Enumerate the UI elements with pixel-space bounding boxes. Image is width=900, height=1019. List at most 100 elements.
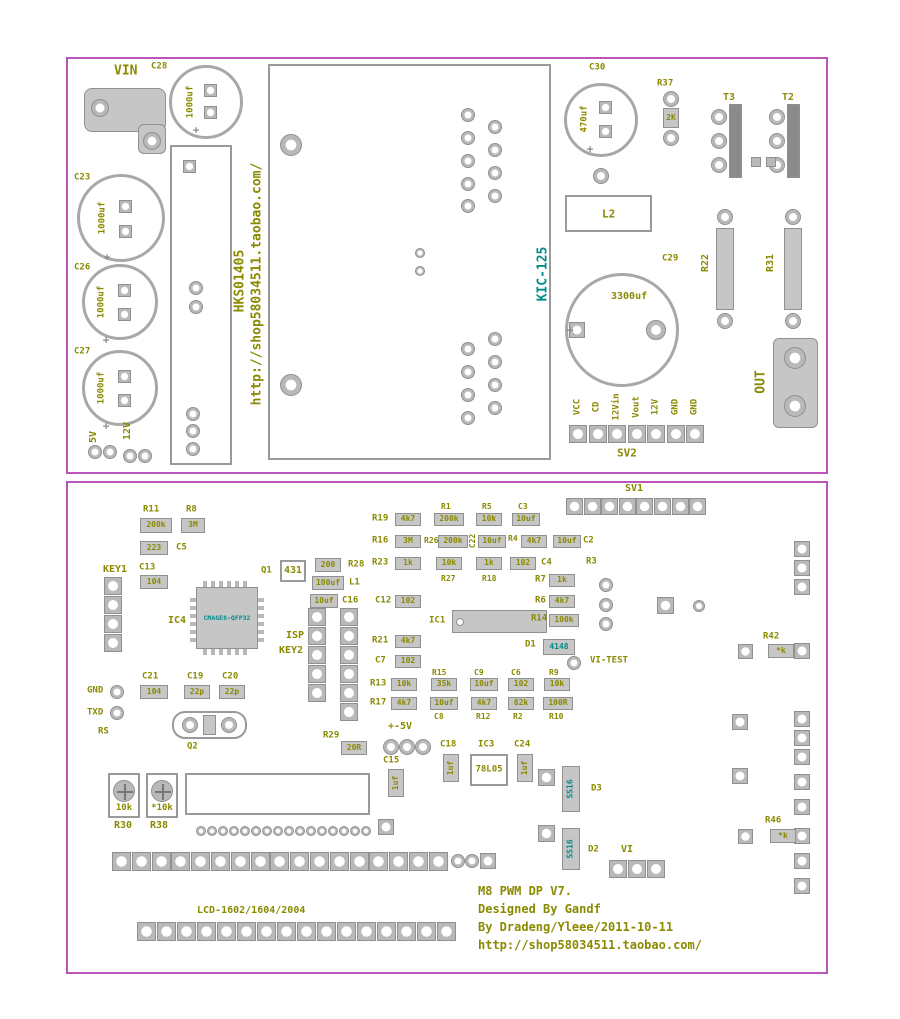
- silkscreen-text: L2: [602, 207, 616, 221]
- square-pad: [340, 646, 358, 664]
- square-pad: [598, 124, 612, 138]
- through-hole-pad: [488, 189, 502, 203]
- square-pad: [104, 634, 122, 652]
- square-pad: [794, 799, 810, 815]
- component-value: 10k: [549, 679, 565, 688]
- silkscreen-text: R30: [114, 820, 133, 831]
- square-pad: [277, 922, 296, 941]
- through-hole-pad: [461, 199, 475, 213]
- smd-component: 100k: [549, 613, 579, 627]
- smd-component: 1k: [549, 573, 575, 587]
- through-hole-pad: [415, 248, 425, 258]
- smd-component: 10uf: [478, 534, 506, 548]
- silkscreen-text: 78L05: [475, 764, 503, 775]
- component-value: *k: [778, 831, 788, 840]
- silkscreen-text: R3: [586, 556, 597, 567]
- square-pad: [732, 714, 748, 730]
- smd-component: 104: [140, 575, 168, 589]
- square-pad: [329, 852, 349, 871]
- through-hole-pad: [599, 598, 613, 612]
- square-pad: [340, 627, 358, 645]
- silkscreen-text: C8: [434, 712, 444, 721]
- silkscreen-text: R27: [441, 574, 456, 583]
- square-pad: [340, 684, 358, 702]
- square-pad: [151, 852, 171, 871]
- through-hole-pad: [769, 109, 785, 125]
- through-hole-pad: [785, 209, 801, 225]
- silkscreen-text: R17: [370, 697, 387, 708]
- silkscreen-text: KEY2: [279, 645, 304, 656]
- silkscreen-text: IC3: [478, 739, 495, 750]
- square-pad: [794, 541, 810, 557]
- electrolytic-capacitor: [82, 350, 158, 426]
- silkscreen-text: C12: [375, 595, 392, 606]
- silkscreen-text: VIN: [114, 63, 138, 79]
- through-hole-pad: [280, 374, 302, 396]
- silkscreen-text: VI-TEST: [590, 655, 628, 666]
- component-value: 10k: [396, 679, 412, 688]
- component-value: 102: [515, 558, 531, 567]
- silkscreen-text: +-5V: [388, 721, 413, 732]
- qfp-pins: [203, 581, 251, 587]
- square-pad: [428, 852, 448, 871]
- through-hole-pad: [207, 826, 217, 836]
- square-pad: [628, 860, 646, 878]
- square-pad: [794, 749, 810, 765]
- square-pad: [537, 768, 555, 786]
- through-hole-pad: [785, 313, 801, 329]
- smd-component: 200k: [438, 534, 468, 548]
- smd-component: 4148: [543, 639, 575, 655]
- component-value: *k: [776, 646, 786, 655]
- smd-component: 102: [510, 556, 536, 570]
- through-hole-pad: [461, 365, 475, 379]
- square-pad: [656, 596, 674, 614]
- through-hole-pad: [593, 168, 609, 184]
- through-hole-pad: [361, 826, 371, 836]
- component-value: 4k7: [476, 698, 492, 707]
- smd-component: 10uf: [430, 696, 458, 710]
- silkscreen-text: R5: [482, 502, 492, 511]
- component-value: 1uf: [446, 760, 456, 776]
- component-value: 2K: [666, 113, 676, 122]
- silkscreen-text: R18: [482, 574, 497, 583]
- silkscreen-text: IC4: [168, 615, 187, 626]
- through-hole-pad: [599, 578, 613, 592]
- silkscreen-text: OUT: [753, 370, 769, 394]
- through-hole-pad: [123, 449, 137, 463]
- silkscreen-text: Q1: [261, 565, 272, 576]
- through-hole-pad: [186, 442, 200, 456]
- silkscreen-text: +: [192, 123, 200, 137]
- smd-component: 104: [140, 685, 168, 699]
- silkscreen-text: GND: [87, 685, 104, 696]
- component-value: 10uf: [482, 536, 502, 545]
- square-pad: [389, 852, 409, 871]
- square-pad: [732, 768, 748, 784]
- silkscreen-text: C21: [142, 671, 159, 682]
- silkscreen-text: T2: [782, 92, 795, 103]
- through-hole-pad: [488, 120, 502, 134]
- silkscreen-text: LCD-1602/1604/2004: [197, 905, 306, 916]
- silkscreen-text: http://shop58034511.taobao.com/: [478, 938, 702, 952]
- smd-component: 35k: [431, 677, 457, 691]
- silkscreen-text: R21: [372, 635, 389, 646]
- silkscreen-text: IC1: [429, 615, 446, 626]
- silkscreen-text: GND: [689, 398, 700, 416]
- square-pad: [437, 922, 456, 941]
- ic-part-number: CMAGE8-QFP32: [203, 613, 251, 622]
- smd-component: 1uf: [517, 754, 533, 782]
- silkscreen-text: R42: [763, 631, 780, 642]
- silkscreen-text: 12V: [650, 398, 661, 416]
- component-value: 1k: [403, 558, 413, 567]
- silkscreen-text: R38: [150, 820, 169, 831]
- square-pad: [308, 665, 326, 683]
- silkscreen-text: RS: [98, 726, 109, 737]
- square-pad: [237, 922, 256, 941]
- through-hole-pad: [769, 133, 785, 149]
- through-hole-pad: [110, 706, 124, 720]
- through-hole-pad: [262, 826, 272, 836]
- silkscreen-text: C4: [541, 557, 552, 568]
- through-hole-pad: [461, 108, 475, 122]
- component-body: [784, 228, 802, 310]
- silkscreen-text: R7: [535, 574, 546, 585]
